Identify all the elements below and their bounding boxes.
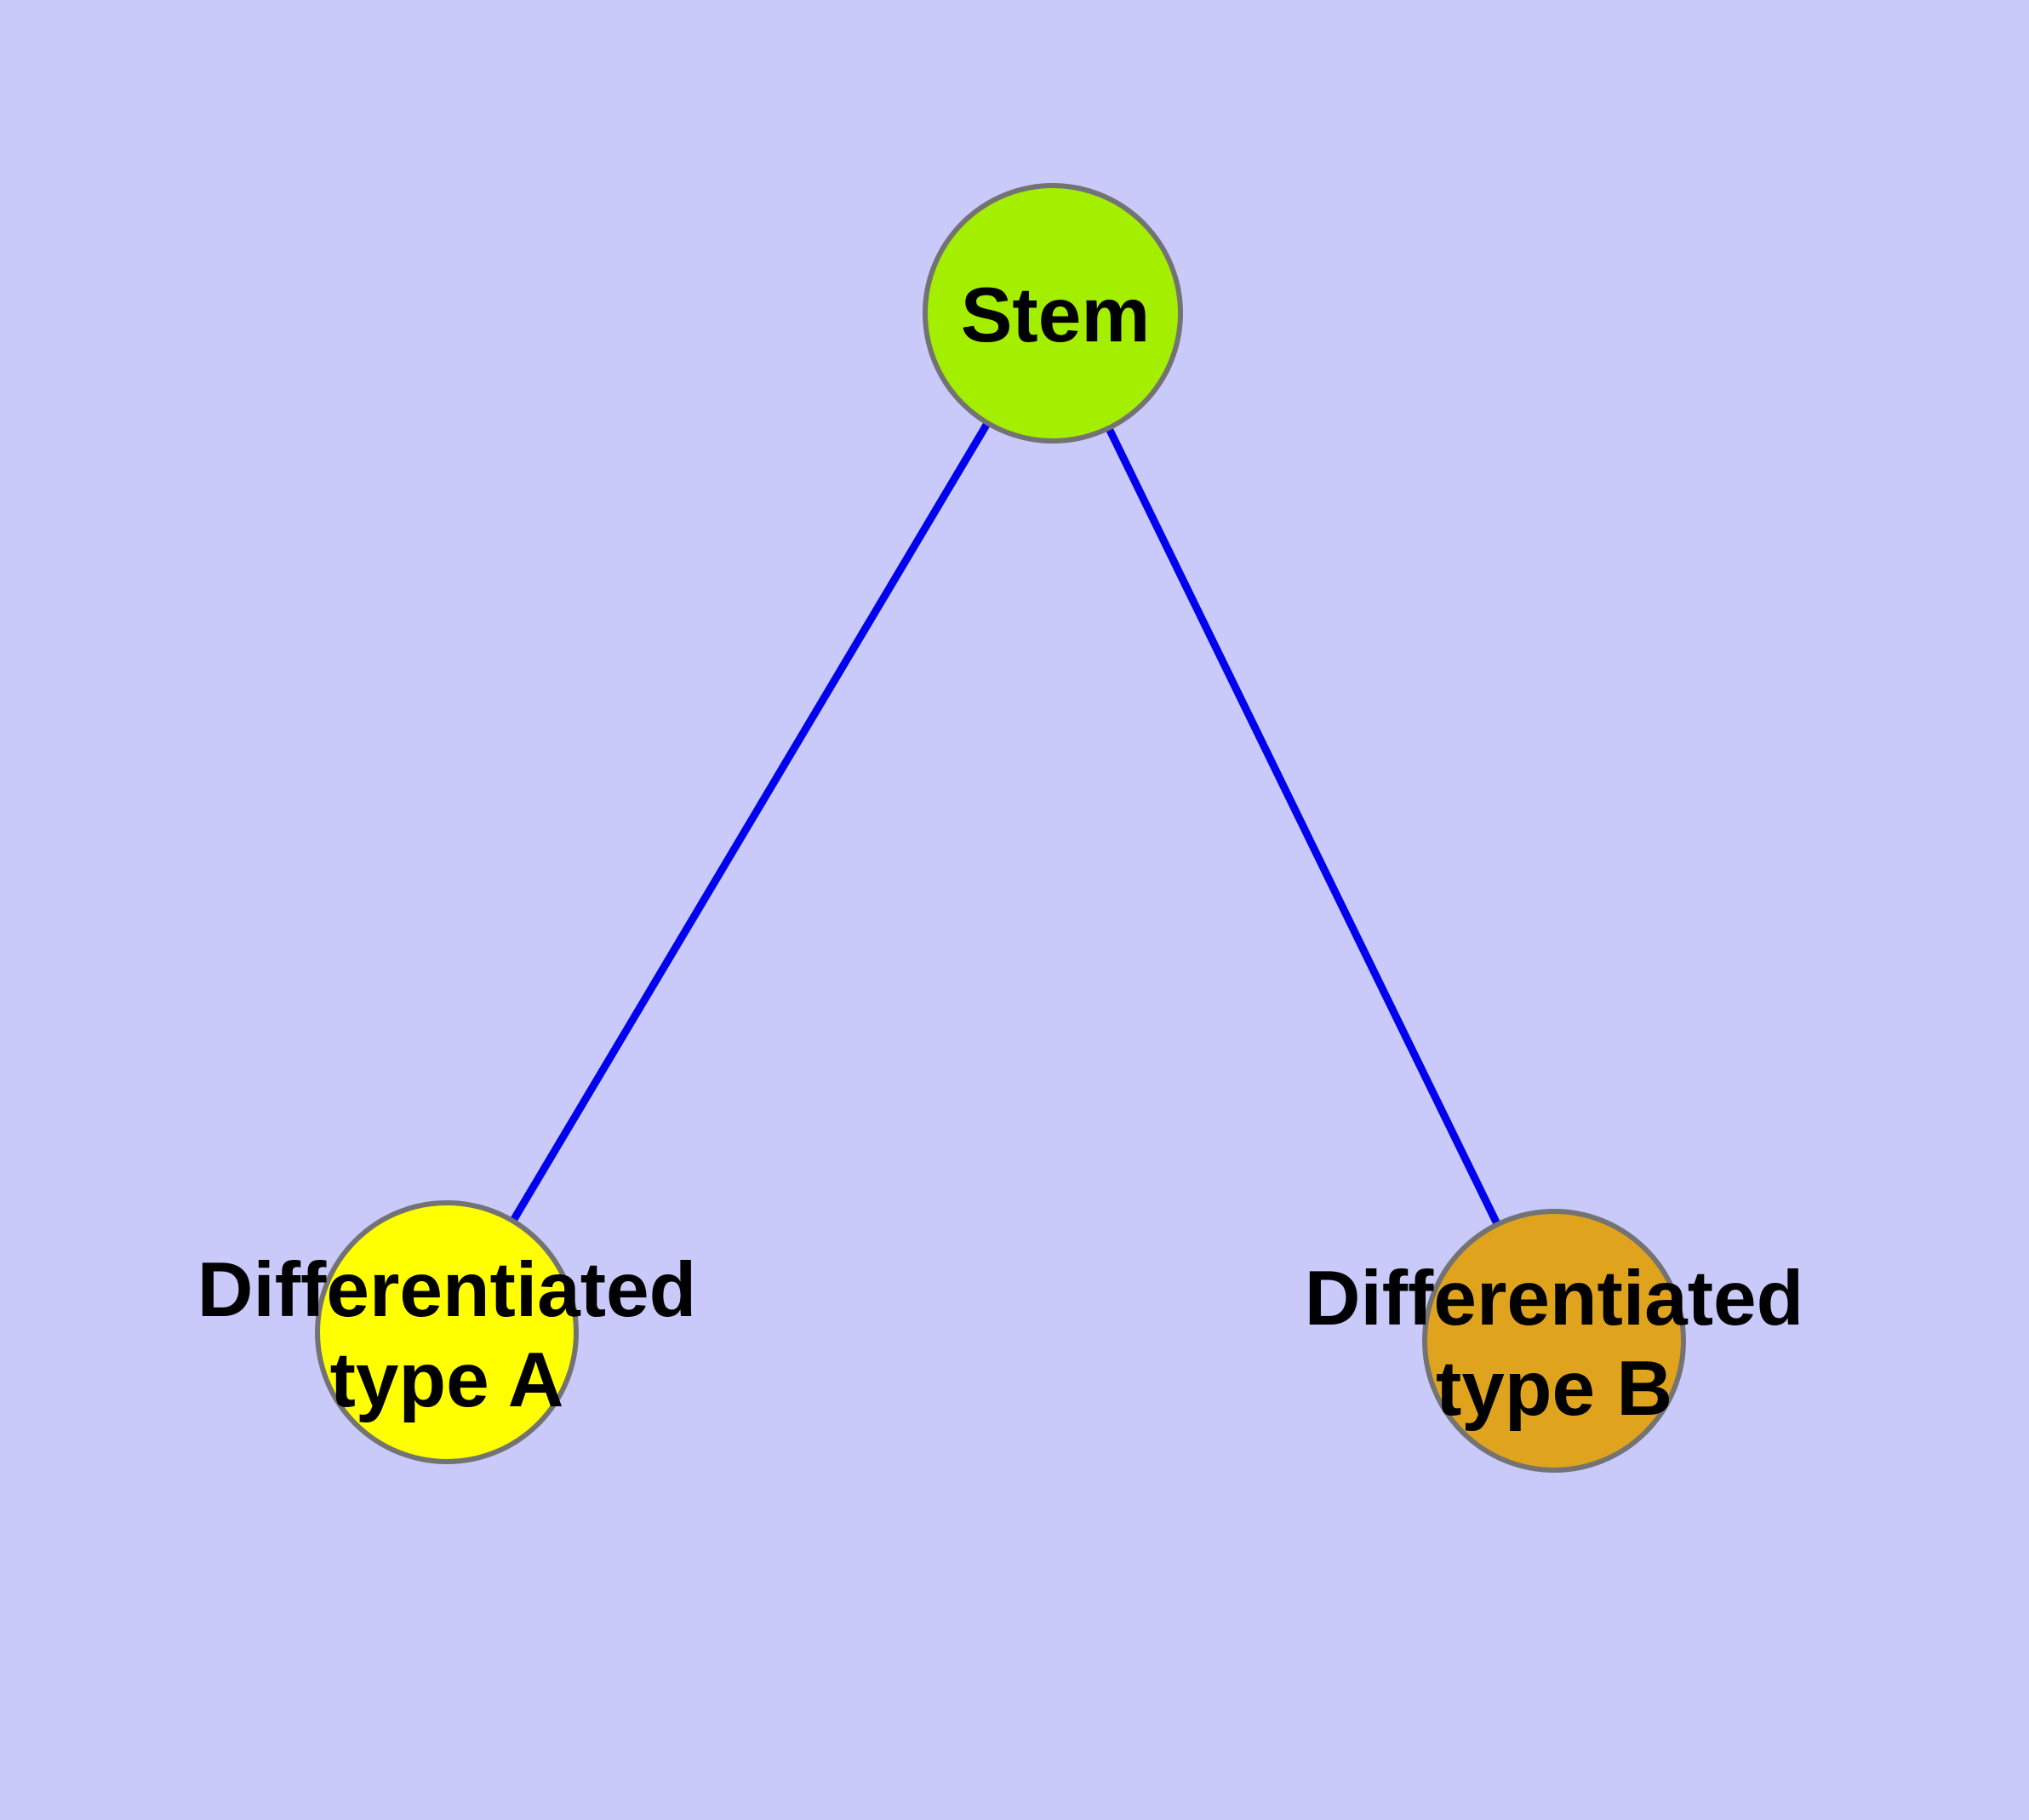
node-label-type-b-line2: type B [1436,1346,1672,1432]
node-label-stem: Stem [961,272,1151,358]
node-label-type-a-line1: Differentiated [197,1247,697,1333]
edge-stem-to-type-a [443,311,1056,1335]
node-label-type-b-line1: Differentiated [1305,1256,1804,1342]
node-label-type-a-line2: type A [330,1337,564,1423]
edge-stem-to-type-b [1049,312,1558,1342]
node-differentiated-type-a [315,1200,579,1464]
node-stem [923,183,1183,444]
node-differentiated-type-b [1422,1209,1686,1473]
